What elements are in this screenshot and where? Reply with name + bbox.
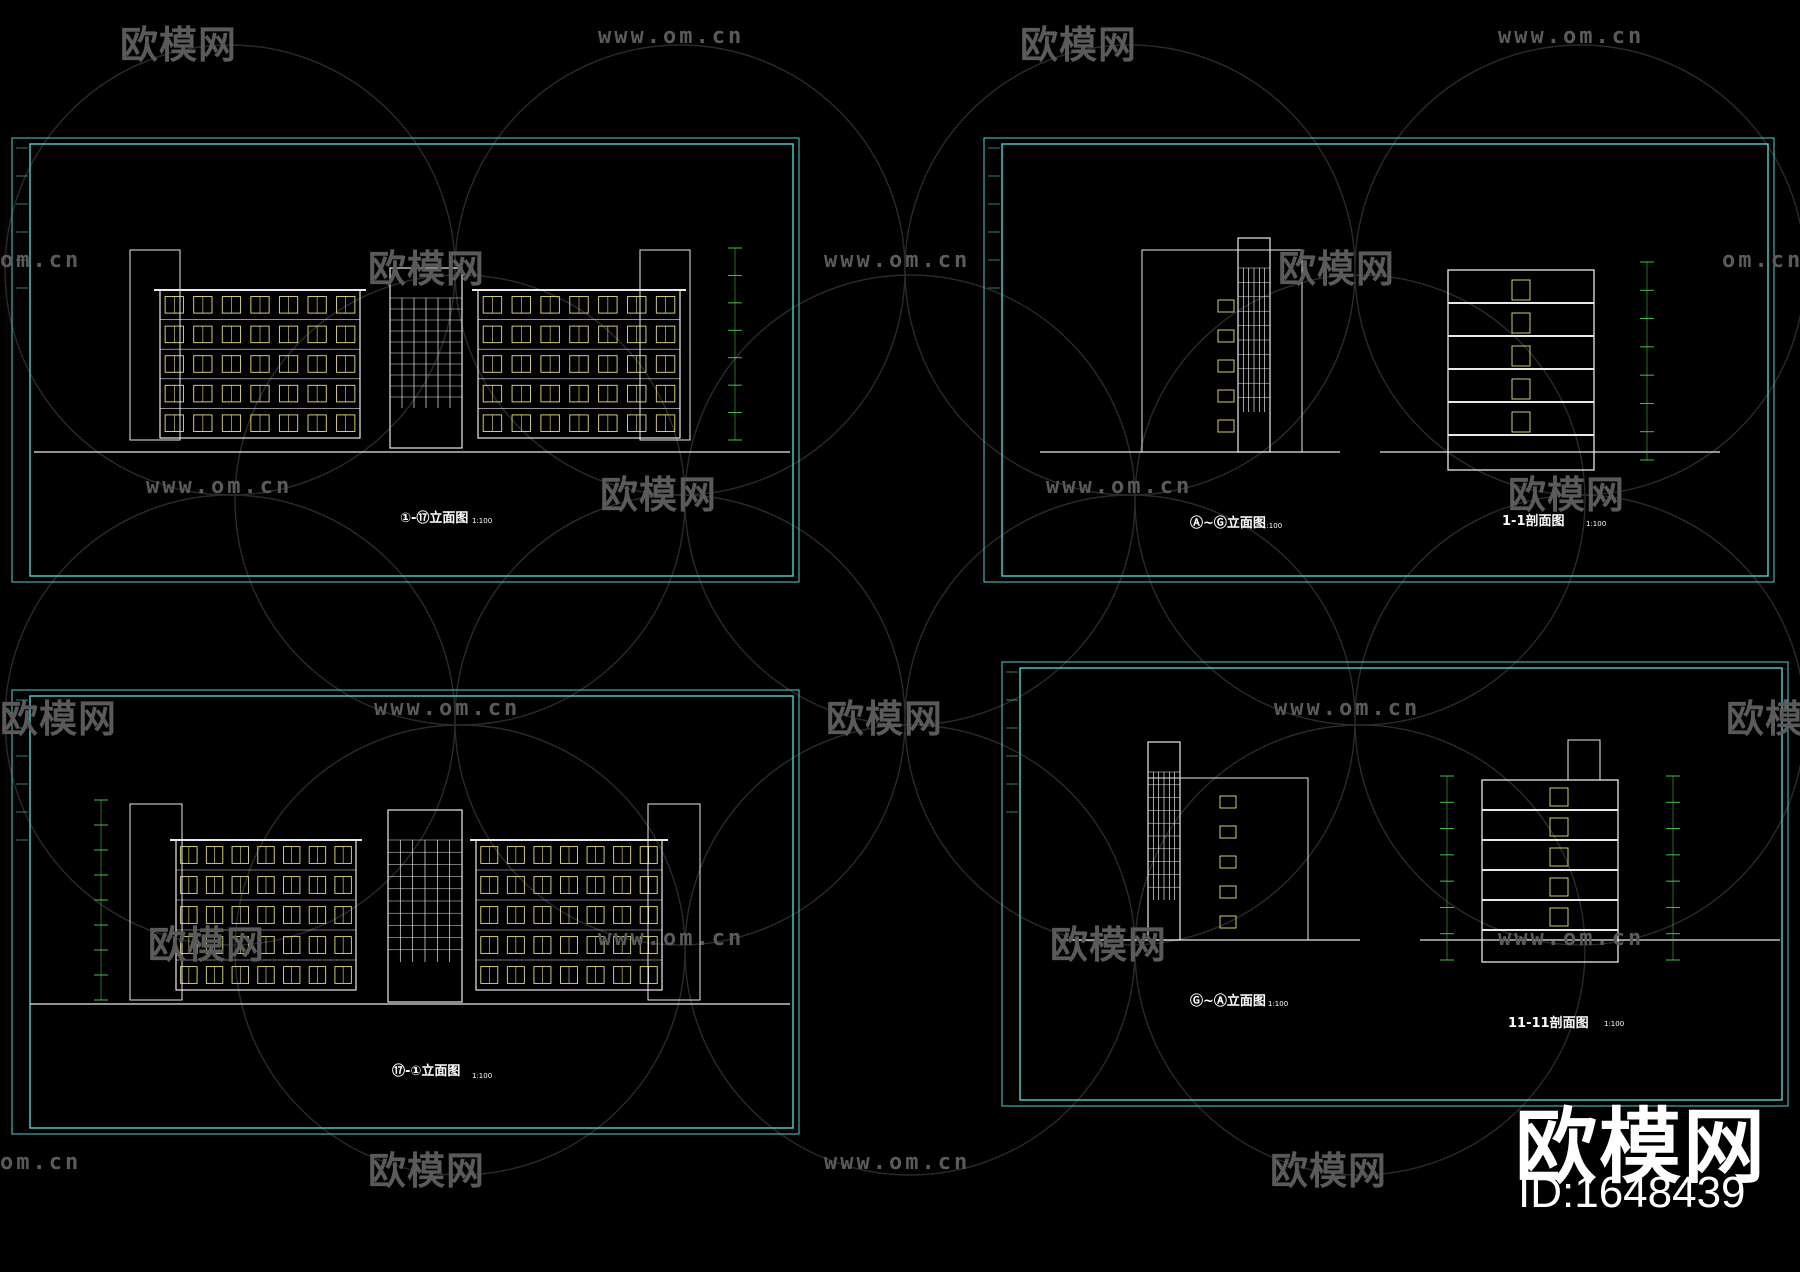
roof-stair-house — [1567, 739, 1601, 781]
stair-tower — [389, 267, 463, 449]
sheet-scale-6: 1:100 — [1604, 1020, 1625, 1028]
watermark-arc — [1134, 724, 1586, 1176]
stair-tower — [387, 809, 463, 1003]
sheet-border-outer — [1001, 661, 1789, 1107]
section-stair — [1549, 907, 1569, 927]
section-stair — [1511, 312, 1531, 334]
watermark-arcs — [4, 44, 1800, 1176]
sheet-frames — [11, 137, 1789, 1135]
tower-outline — [387, 809, 463, 1003]
building-facade — [170, 839, 362, 991]
end-wall — [129, 249, 181, 441]
sheet-border-outer — [11, 689, 800, 1135]
section-stair — [1549, 787, 1569, 807]
section-stair — [1511, 279, 1531, 301]
drawings — [30, 237, 1780, 1005]
balcony — [1219, 885, 1237, 899]
section-stair — [1549, 847, 1569, 867]
balcony — [1219, 825, 1237, 839]
balcony — [1219, 795, 1237, 809]
balcony — [1219, 855, 1237, 869]
sheet-title-4: ⑰-①立面图 — [392, 1064, 461, 1079]
sheet-title-6: 11-11剖面图 — [1508, 1016, 1589, 1031]
watermark-arc — [1354, 494, 1800, 946]
balcony — [1217, 329, 1235, 343]
end-wall — [129, 803, 183, 1001]
building-facade — [470, 839, 668, 991]
sheet-title-1: ①-⑰立面图 — [400, 511, 469, 526]
balcony — [1217, 389, 1235, 403]
sheet-scale-3: 1:100 — [1586, 520, 1607, 528]
balcony — [1217, 359, 1235, 373]
section-stair — [1549, 877, 1569, 897]
section-stair — [1511, 411, 1531, 433]
model-id: ID:1648439 — [1518, 1168, 1746, 1217]
sheet-title-5: Ⓖ~Ⓐ立面图 — [1190, 994, 1266, 1009]
building-facade — [154, 289, 366, 439]
end-wall — [639, 249, 691, 441]
balcony — [1217, 299, 1235, 313]
sheet-border-outer — [11, 137, 800, 583]
section-stair — [1549, 817, 1569, 837]
sheet-scale-4: 1:100 — [472, 1072, 493, 1080]
tower-outline — [389, 267, 463, 449]
sheet-border-inner — [1001, 143, 1769, 577]
building-facade — [472, 289, 686, 439]
sheet-title-2: Ⓐ~Ⓖ立面图 — [1190, 516, 1266, 531]
stair-tower — [1147, 741, 1181, 941]
section-stair — [1511, 345, 1531, 367]
sheet-title-3: 1-1剖面图 — [1502, 514, 1565, 529]
section-stair — [1511, 378, 1531, 400]
balcony — [1217, 419, 1235, 433]
brand-logo: 欧模网 — [1515, 1100, 1768, 1195]
sheet-scale-1: 1:100 — [472, 517, 493, 525]
end-wall — [647, 803, 701, 1001]
sheet-border-inner — [29, 143, 794, 577]
sheet-border-outer — [983, 137, 1775, 583]
sheet-scale-2: 1:100 — [1262, 522, 1283, 530]
sheet-border-inner — [1019, 667, 1783, 1101]
sheet-border-inner — [29, 695, 794, 1129]
sheet-scale-5: 1:100 — [1268, 1000, 1289, 1008]
balcony — [1219, 915, 1237, 929]
